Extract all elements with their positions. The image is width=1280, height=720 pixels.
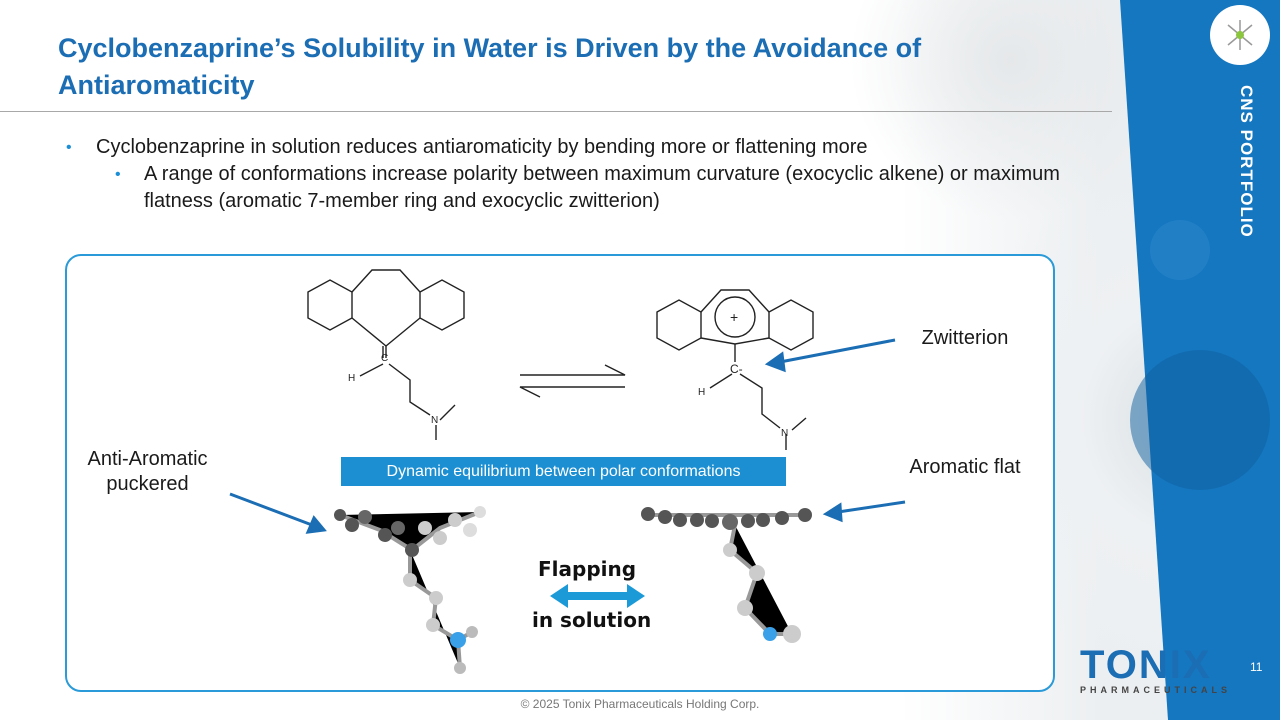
page-title: Cyclobenzaprine’s Solubility in Water is… xyxy=(58,33,922,100)
logo-name: TONIX xyxy=(1080,643,1212,687)
equilibrium-banner: Dynamic equilibrium between polar confor… xyxy=(341,457,786,486)
logo-sub: PHARMACEUTICALS xyxy=(1080,685,1231,695)
atom-h: H xyxy=(698,387,705,398)
atom-n: N xyxy=(431,415,438,426)
page-number: 11 xyxy=(1250,660,1263,674)
bullet-1: Cyclobenzaprine in solution reduces anti… xyxy=(96,136,868,158)
ball-stick-model-flat xyxy=(641,507,812,643)
atom-h: H xyxy=(348,373,355,384)
plus-charge: + xyxy=(730,309,738,325)
flapping-double-arrow xyxy=(550,584,645,608)
bullet-icon: • xyxy=(115,166,121,183)
left-arrow xyxy=(229,492,313,527)
zwitterion-arrow xyxy=(779,338,896,364)
anti-aromatic-label: Anti-Aromatic puckered xyxy=(87,448,208,495)
footer-copyright: © 2025 Tonix Pharmaceuticals Holding Cor… xyxy=(520,697,760,711)
bullet-2: A range of conformations increase polari… xyxy=(144,163,1060,212)
tonix-logo: TONIX PHARMACEUTICALS xyxy=(1080,645,1231,695)
ball-stick-model-puckered xyxy=(334,506,486,674)
zwitterion-label: Zwitterion xyxy=(921,327,1009,349)
portfolio-label: CNS PORTFOLIO xyxy=(1237,85,1256,238)
atom-c-minus: C- xyxy=(730,362,743,376)
title-divider xyxy=(0,111,1112,112)
aromatic-label: Aromatic flat xyxy=(909,456,1021,478)
atom-c: C xyxy=(381,353,388,364)
in-solution-label: in solution xyxy=(532,608,652,632)
flapping-label: Flapping xyxy=(538,557,637,581)
right-arrow xyxy=(837,500,906,514)
atom-n: N xyxy=(781,428,788,439)
bullet-icon: • xyxy=(66,139,72,156)
